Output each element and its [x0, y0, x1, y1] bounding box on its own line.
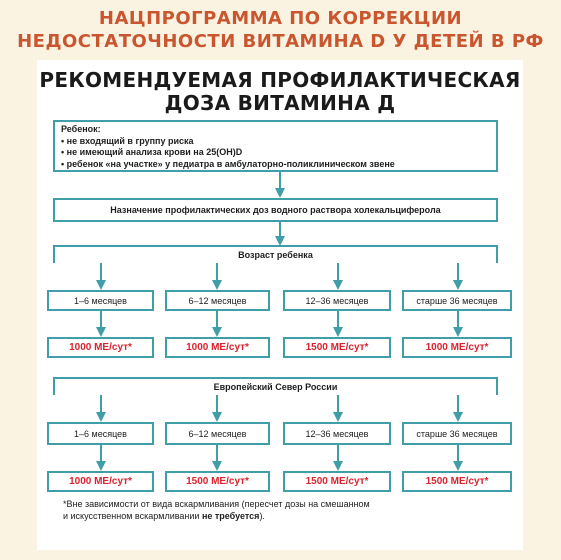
child-item: • не входящий в группу риска	[61, 135, 194, 146]
dose-value: 1000 МЕ/сут*	[69, 342, 132, 353]
g2-dose-3: 1500 МЕ/сут*	[283, 471, 391, 492]
child-item: • ребенок «на участке» у педиатра в амбу…	[61, 158, 395, 169]
page-title-line-2: НЕДОСТАТОЧНОСТИ ВИТАМИНА D У ДЕТЕЙ В РФ	[17, 31, 544, 52]
flowchart-card: РЕКОМЕНДУЕМАЯ ПРОФИЛАКТИЧЕСКАЯ ДОЗА ВИТА…	[37, 60, 523, 550]
dose-value: 1500 МЕ/сут*	[186, 476, 249, 487]
g2-dose-1: 1000 МЕ/сут*	[47, 471, 154, 492]
g1-dose-1: 1000 МЕ/сут*	[47, 337, 154, 358]
child-criteria-box: Ребенок: • не входящий в группу риска • …	[53, 120, 498, 172]
age-header-box: Возраст ребенка	[53, 245, 498, 263]
region-header-box: Европейский Север России	[53, 377, 498, 395]
dose-value: 1000 МЕ/сут*	[425, 342, 489, 353]
g2-age-1: 1–6 месяцев	[47, 422, 154, 445]
g1-age-2: 6–12 месяцев	[165, 290, 270, 311]
age-label: 1–6 месяцев	[74, 295, 127, 306]
dose-value: 1500 МЕ/сут*	[305, 342, 369, 353]
g1-dose-3: 1500 МЕ/сут*	[283, 337, 391, 358]
g1-age-3: 12–36 месяцев	[283, 290, 391, 311]
dose-value: 1000 МЕ/сут*	[186, 342, 249, 353]
g2-age-3: 12–36 месяцев	[283, 422, 391, 445]
dose-value: 1000 МЕ/сут*	[69, 476, 132, 487]
footnote-part1: *Вне зависимости от вида вскармливания (…	[63, 499, 370, 509]
g1-dose-2: 1000 МЕ/сут*	[165, 337, 270, 358]
g1-age-1: 1–6 месяцев	[47, 290, 154, 311]
footnote-bold: не требуется	[201, 510, 260, 521]
child-item: • не имеющий анализа крови на 25(OH)D	[61, 147, 243, 157]
age-label: 6–12 месяцев	[188, 295, 247, 306]
age-label: 12–36 месяцев	[305, 295, 369, 306]
g2-dose-2: 1500 МЕ/сут*	[165, 471, 270, 492]
prescription-text: Назначение профилактических доз водного …	[110, 205, 441, 215]
flow-arrows	[96, 172, 463, 471]
page-title-line-1: НАЦПРОГРАММА ПО КОРРЕКЦИИ	[98, 8, 463, 29]
age-label: 12–36 месяцев	[305, 428, 369, 439]
footnote-part3: ).	[259, 510, 265, 521]
dose-value: 1500 МЕ/сут*	[425, 476, 489, 487]
age-label: старше 36 месяцев	[416, 428, 498, 439]
region-header-text: Европейский Север России	[213, 382, 338, 392]
footnote: *Вне зависимости от вида вскармливания (…	[63, 499, 503, 522]
age-label: 6–12 месяцев	[188, 428, 247, 439]
age-header-text: Возраст ребенка	[238, 250, 313, 260]
footnote-part2: и искусственном вскармливании	[63, 510, 202, 521]
card-title-line-2: ДОЗА ВИТАМИНА Д	[164, 91, 396, 115]
g2-age-2: 6–12 месяцев	[165, 422, 270, 445]
g1-age-4: старше 36 месяцев	[402, 290, 512, 311]
age-label: старше 36 месяцев	[416, 295, 498, 306]
g1-dose-4: 1000 МЕ/сут*	[402, 337, 512, 358]
g2-age-4: старше 36 месяцев	[402, 422, 512, 445]
prescription-box: Назначение профилактических доз водного …	[53, 198, 498, 222]
child-heading: Ребенок:	[61, 124, 101, 134]
card-title-line-1: РЕКОМЕНДУЕМАЯ ПРОФИЛАКТИЧЕСКАЯ	[39, 68, 521, 92]
g2-dose-4: 1500 МЕ/сут*	[402, 471, 512, 492]
age-label: 1–6 месяцев	[74, 428, 127, 439]
dose-value: 1500 МЕ/сут*	[305, 476, 369, 487]
